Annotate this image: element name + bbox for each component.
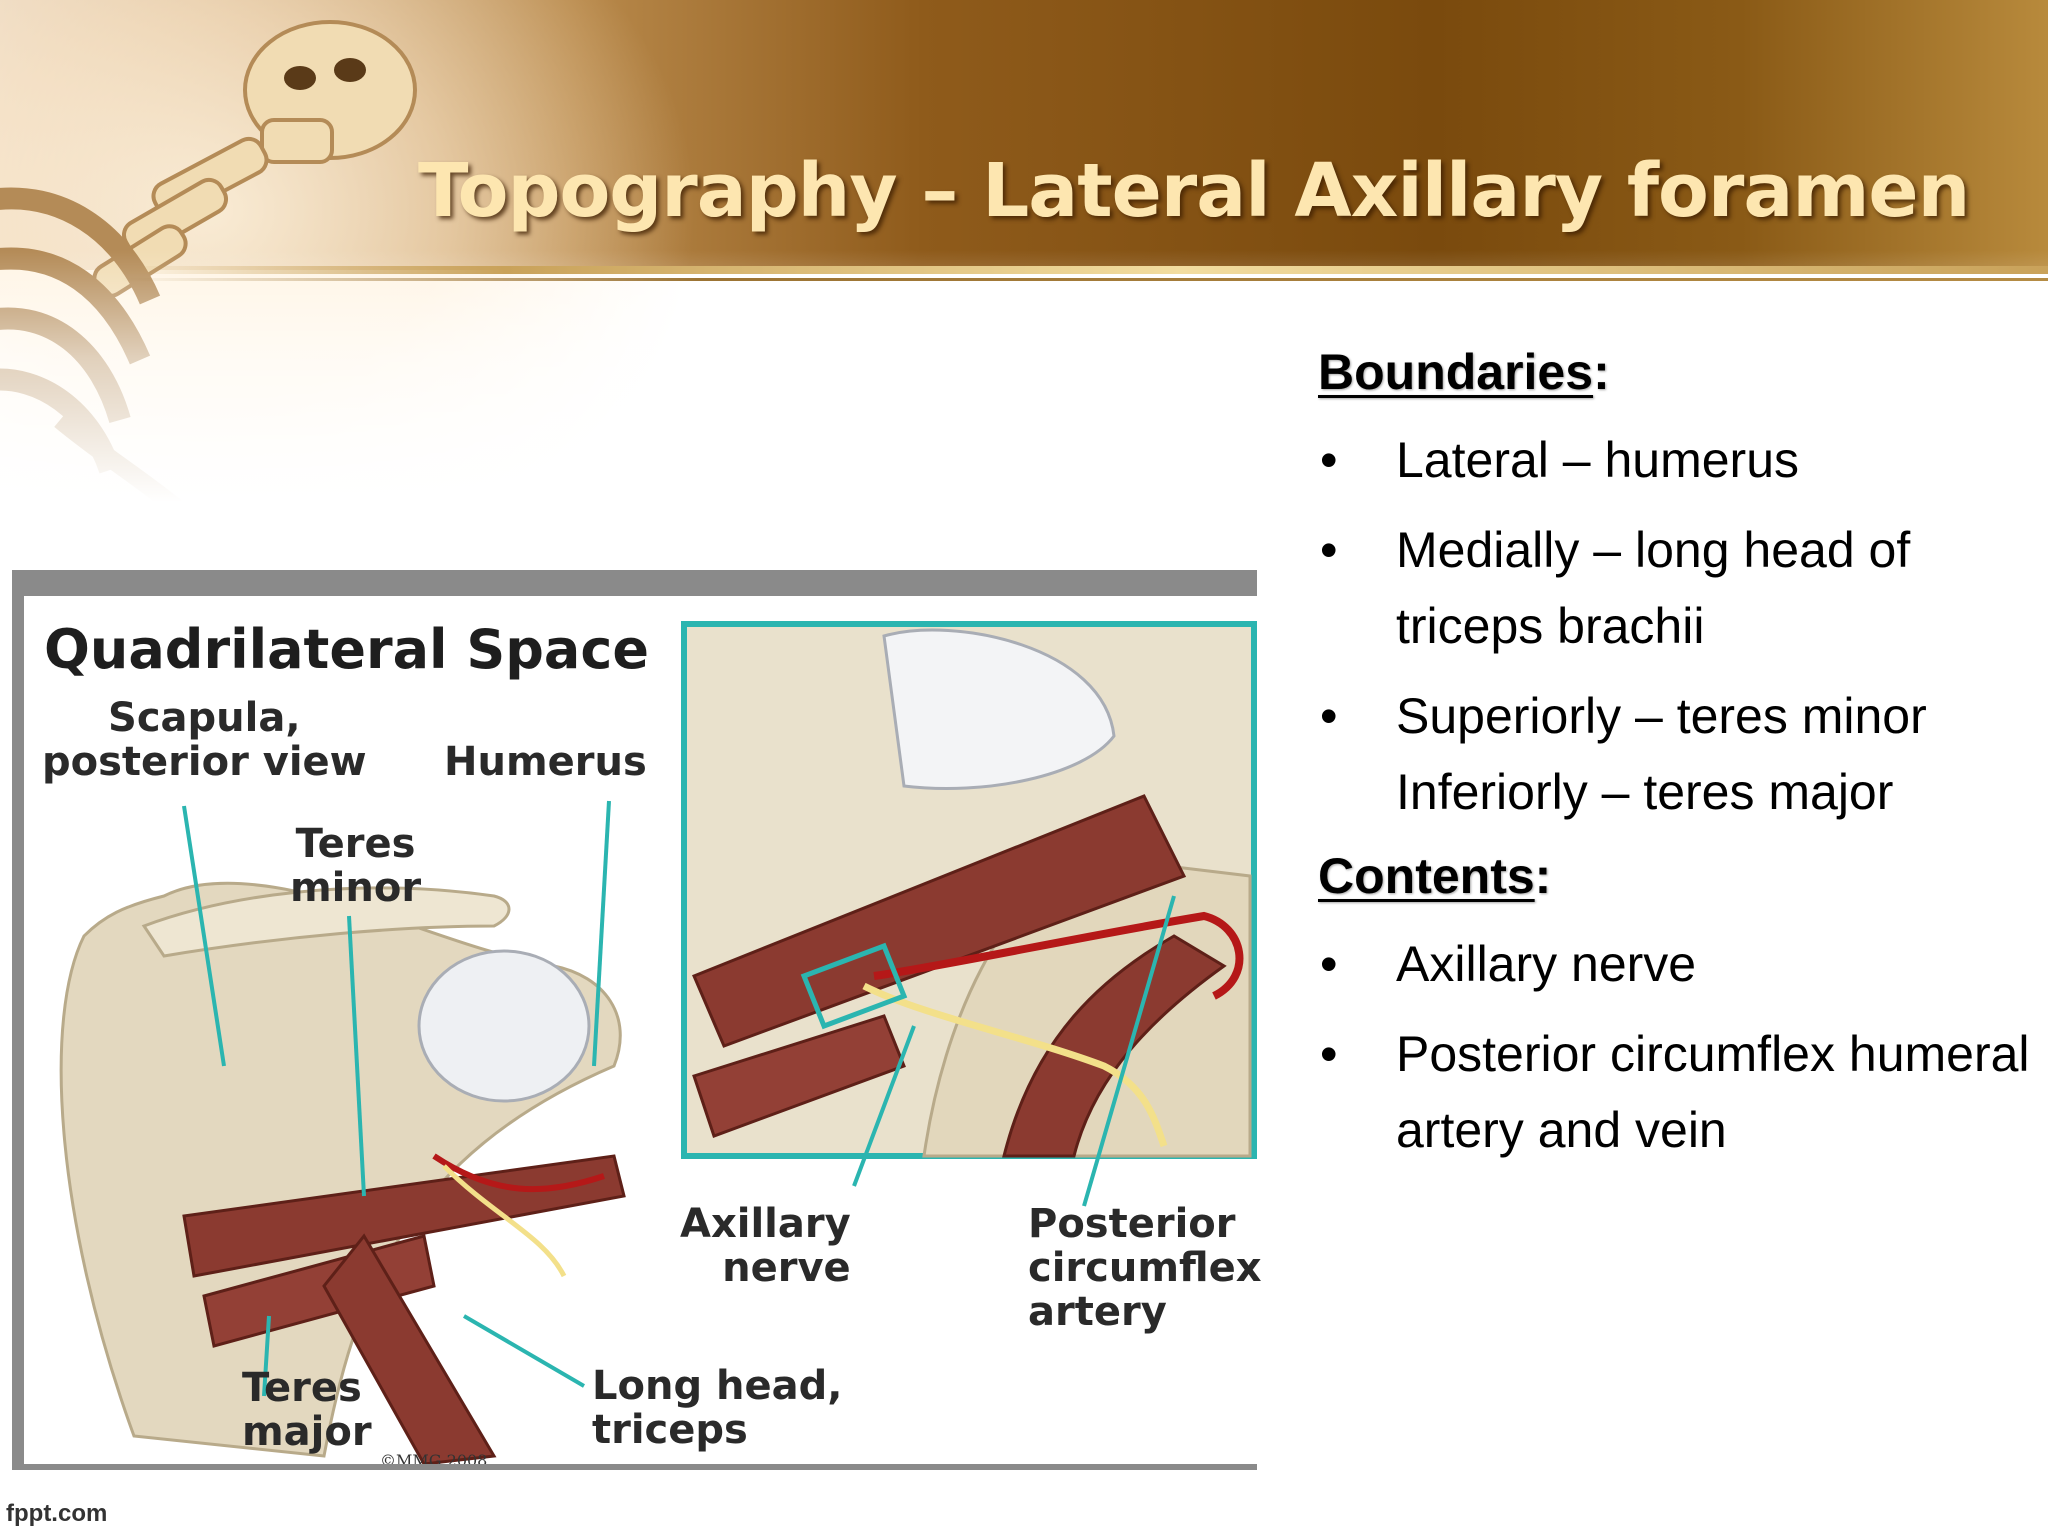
boundary-lateral: Lateral – humerus — [1396, 432, 1800, 488]
anatomy-drawing — [59, 621, 1257, 1464]
header-fade — [0, 250, 2048, 610]
label-humerus: Humerus — [444, 739, 647, 785]
title-rule — [120, 266, 2048, 274]
title-rule-shadow — [120, 278, 2048, 281]
bullet-icon: • — [1320, 1026, 1338, 1082]
figure-title: Quadrilateral Space — [44, 618, 649, 681]
bullet-icon: • — [1320, 522, 1338, 578]
label-scapula: Scapula, posterior view — [42, 695, 367, 785]
contents-heading: Contents: — [1318, 840, 2038, 912]
inset-nerve — [862, 982, 1168, 1148]
inset-foramen-outline — [800, 942, 908, 1030]
inset-artery — [873, 911, 1244, 1000]
contents-heading-text: Contents — [1318, 848, 1535, 904]
boundary-inferior: Inferiorly – teres major — [1396, 764, 1894, 820]
contents-colon: : — [1534, 848, 1552, 904]
boundaries-heading: Boundaries: — [1318, 336, 2038, 408]
figure-copyright: ©MMG 2008 — [380, 1451, 488, 1464]
quadrilateral-space-figure: Quadrilateral Space Scapula, posterior v… — [24, 596, 1272, 1464]
boundaries-colon: : — [1593, 344, 1610, 400]
triceps-long-head-muscle — [322, 1233, 497, 1464]
content-axillary-nerve: Axillary nerve — [1396, 936, 1697, 992]
scapular-spine-shape — [141, 886, 511, 958]
bullet-icon: • — [1320, 432, 1338, 488]
label-axillary-nerve: Axillary nerve — [680, 1201, 851, 1291]
contents-list: • Axillary nerve • Posterior circumflex hu… — [1318, 926, 2038, 1168]
boundaries-list: • Lateral – humerus • Medially – long head… — [1318, 422, 2038, 830]
jaw-shape — [260, 118, 334, 164]
text-panel: Boundaries: • Lateral – humerus • Medially… — [1318, 336, 2038, 1168]
eye-socket-right — [334, 58, 366, 82]
bullet-icon: • — [1320, 688, 1338, 744]
list-item: • Axillary nerve — [1318, 926, 2038, 1002]
inset-teres-major — [692, 1014, 906, 1138]
artery-small — [432, 1153, 605, 1193]
list-item: Inferiorly – teres major — [1318, 754, 2038, 830]
humeral-head-shape — [417, 949, 591, 1103]
label-posterior-circumflex-artery: Posterior circumflex artery — [1028, 1201, 1262, 1335]
nerve-small — [442, 1164, 567, 1278]
label-teres-major: Teres major — [242, 1365, 372, 1455]
boundary-superior: Superiorly – teres minor — [1396, 688, 1927, 744]
list-item: • Superiorly – teres minor — [1318, 678, 2038, 754]
leader-lines — [182, 800, 1176, 1397]
boundary-medial: Medially – long head of triceps brachii — [1396, 522, 1911, 654]
bullet-icon: • — [1320, 936, 1338, 992]
content-circumflex-vessels: Posterior circumflex humeral artery and … — [1396, 1026, 2030, 1158]
inset-teres-minor — [692, 794, 1187, 1048]
boundaries-heading-text: Boundaries — [1318, 344, 1594, 400]
page-title: Topography – Lateral Axillary foramen — [418, 148, 1970, 234]
list-item: • Posterior circumflex humeral artery and… — [1318, 1016, 2038, 1168]
list-item: • Medially – long head of triceps brachii — [1318, 512, 2038, 664]
inset-triceps — [1002, 934, 1227, 1158]
inset-humeral-head — [882, 628, 1116, 791]
list-item: • Lateral – humerus — [1318, 422, 2038, 498]
label-teres-minor: Teres minor — [290, 821, 422, 911]
footer-logo: fppt.com — [6, 1500, 108, 1527]
label-long-head-triceps: Long head, triceps — [592, 1363, 843, 1453]
eye-socket-left — [284, 66, 316, 90]
